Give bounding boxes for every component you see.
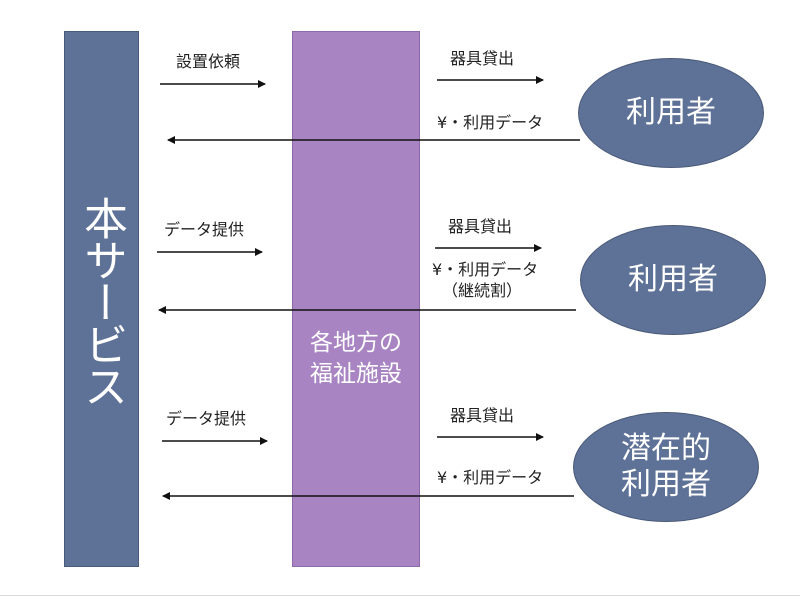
return-label-3: ¥・利用データ	[437, 468, 544, 487]
return-label-1: ¥・利用データ	[437, 113, 544, 132]
user-1-line1: 利用者	[626, 95, 716, 130]
slide-bottom-edge	[0, 595, 800, 596]
user-2-line1: 利用者	[628, 262, 718, 297]
user-3-line2: 利用者	[621, 467, 711, 502]
right-label-2: 器具貸出	[448, 217, 513, 236]
service-label: 本サービス	[76, 196, 127, 406]
left-label-1: 設置依頼	[176, 52, 241, 71]
facility-label-line2: 福祉施設	[310, 361, 402, 387]
facility-bar	[292, 31, 420, 567]
right-label-1: 器具貸出	[450, 49, 515, 68]
facility-label: 各地方の 福祉施設	[292, 328, 420, 390]
left-label-3: データ提供	[166, 409, 247, 428]
right-label-3: 器具貸出	[450, 406, 515, 425]
return-note-2: （継続割）	[442, 281, 523, 300]
return-label-2: ¥・利用データ	[432, 260, 539, 279]
user-3-line1: 潜在的	[621, 431, 711, 466]
user-ellipse-2: 利用者	[580, 225, 766, 335]
left-label-2: データ提供	[164, 220, 245, 239]
service-bar	[64, 31, 139, 567]
user-ellipse-3: 潜在的 利用者	[573, 412, 759, 522]
facility-label-line1: 各地方の	[310, 330, 402, 356]
user-ellipse-1: 利用者	[578, 58, 764, 168]
